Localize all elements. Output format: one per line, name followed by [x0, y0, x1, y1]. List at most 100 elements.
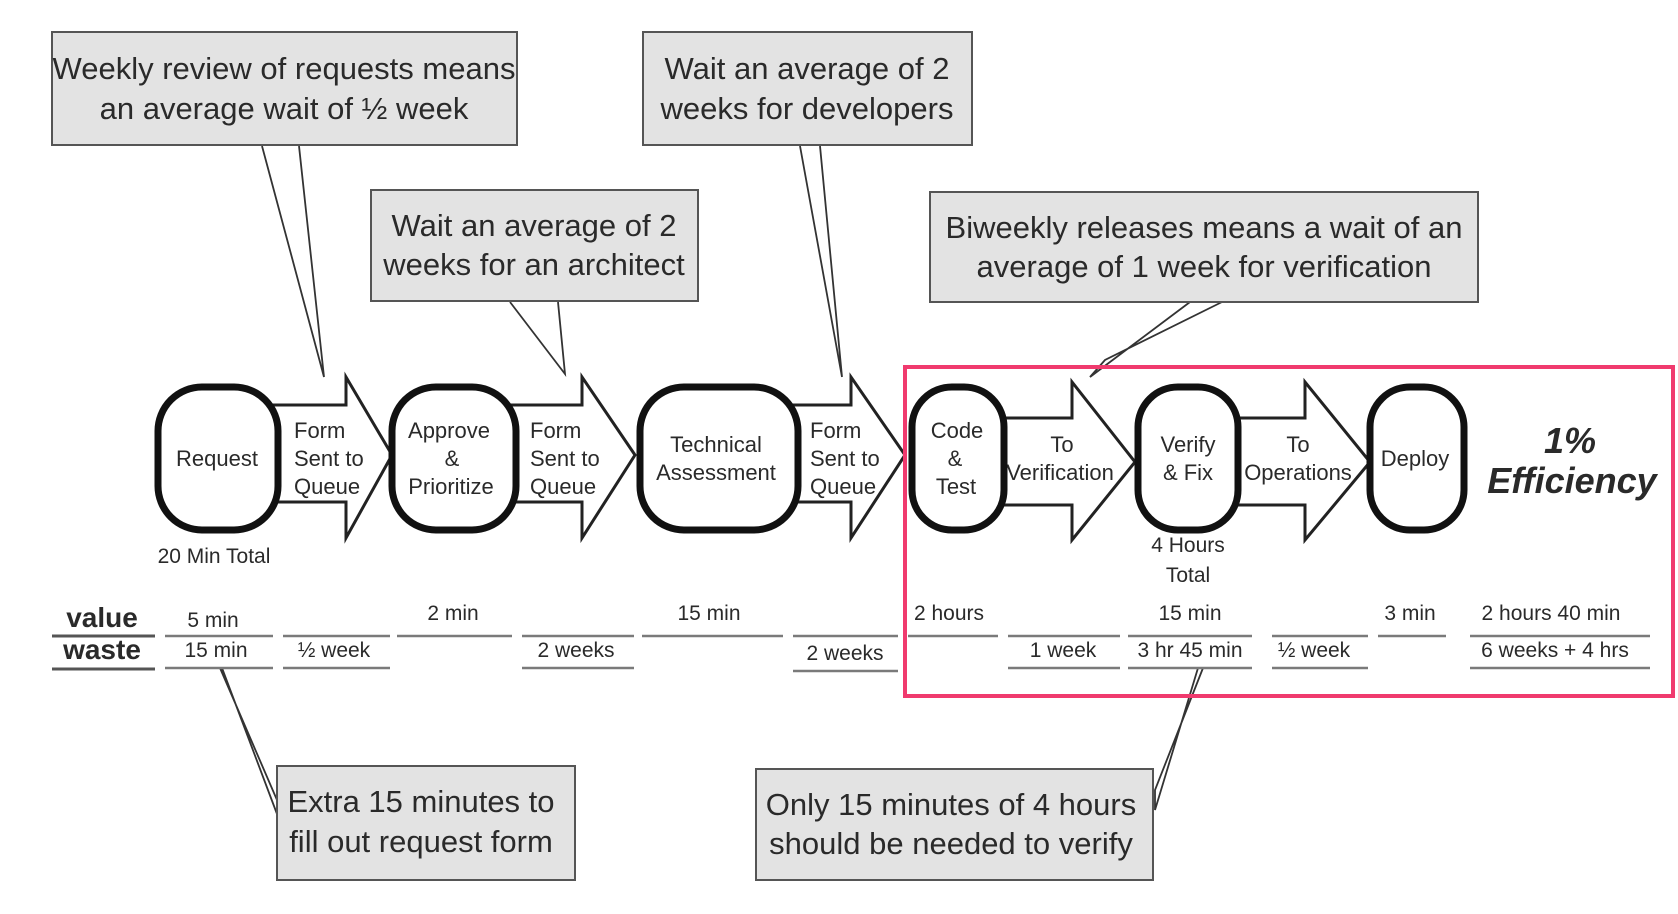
step-label: &: [948, 446, 963, 471]
timeline-total-waste: 6 weeks + 4 hrs: [1481, 639, 1629, 662]
arrow-shape: [998, 377, 1137, 545]
step-approve-prioritize: Approve & Prioritize: [388, 383, 520, 534]
timeline-cell: 1 week: [1030, 639, 1097, 662]
callout-architect-wait: Wait an average of 2 weeks for an archit…: [370, 189, 699, 302]
arrow-label: Form: [530, 418, 581, 443]
callout-line: Biweekly releases means a wait of an: [946, 210, 1463, 245]
verify-total-note: Total: [1166, 564, 1210, 587]
timeline-cell: 2 min: [427, 602, 478, 625]
timeline-cell: 3 min: [1384, 602, 1435, 625]
timeline-cell: 5 min: [187, 609, 238, 632]
arrow-form-queue-3: Form Sent to Queue: [788, 372, 907, 544]
callout-line: average of 1 week for verification: [977, 249, 1432, 284]
step-label: Approve: [408, 418, 490, 443]
timeline-cell: 15 min: [184, 639, 247, 662]
callout-line: an average wait of ½ week: [100, 91, 469, 126]
step-code-test: Code & Test: [908, 383, 1008, 534]
arrow-label: To: [1050, 432, 1073, 457]
callout-box: [642, 31, 973, 146]
callout-verify-time: Only 15 minutes of 4 hours should be nee…: [755, 768, 1154, 881]
arrow-label: Sent to: [294, 446, 364, 471]
step-label: Code: [931, 418, 984, 443]
callout-line: Wait an average of 2: [392, 208, 677, 243]
timeline-cell: 2 weeks: [537, 639, 614, 662]
arrow-label: Form: [810, 418, 861, 443]
callout-box: [755, 768, 1154, 881]
callout-box: [51, 31, 518, 146]
step-shape: [1134, 383, 1242, 534]
pointer-verify-time: [1154, 667, 1204, 811]
callout-box: [370, 189, 699, 302]
pointer-weekly-review: [261, 145, 325, 378]
callout-line: weeks for developers: [660, 91, 954, 126]
step-shape: [388, 383, 520, 534]
arrow-label: Queue: [530, 474, 596, 499]
step-shape: [1366, 383, 1468, 534]
arrow-shape: [1235, 377, 1372, 545]
arrow-label: Form: [294, 418, 345, 443]
timeline-cell: 2 weeks: [806, 642, 883, 665]
arrow-label: Sent to: [810, 446, 880, 471]
arrow-label: To: [1286, 432, 1309, 457]
callout-box: [276, 765, 576, 881]
arrow-label: Queue: [810, 474, 876, 499]
step-label: &: [445, 446, 460, 471]
arrow-shape: [503, 372, 637, 544]
step-deploy: Deploy: [1366, 383, 1468, 534]
callout-line: Weekly review of requests means: [53, 51, 516, 86]
highlight-frame: [903, 365, 1675, 698]
callout-biweekly-releases: Biweekly releases means a wait of an ave…: [929, 191, 1479, 303]
callout-line: fill out request form: [289, 824, 553, 859]
arrow-shape: [788, 372, 907, 544]
timeline-cell: ½ week: [298, 639, 371, 662]
timeline-cell: 3 hr 45 min: [1137, 639, 1242, 662]
timeline-cell: 15 min: [677, 602, 740, 625]
timeline-cell: 15 min: [1158, 602, 1221, 625]
timeline-value-label: value: [66, 602, 138, 633]
step-label: Verify: [1160, 432, 1215, 457]
efficiency-label: Efficiency: [1487, 460, 1658, 501]
step-shape: [154, 383, 282, 534]
arrow-label: Sent to: [530, 446, 600, 471]
pointer-architect: [509, 301, 567, 378]
pointer-extra-form: [219, 667, 278, 815]
step-technical-assessment: Technical Assessment: [636, 383, 802, 534]
timeline: value waste 5 min 15 min ½ week 2 min 2 …: [52, 602, 1650, 673]
step-shape: [908, 383, 1008, 534]
arrow-label: Queue: [294, 474, 360, 499]
verify-total-note: 4 Hours: [1151, 534, 1225, 557]
arrow-shape: [268, 371, 394, 544]
callout-weekly-review: Weekly review of requests means an avera…: [51, 31, 518, 146]
arrow-form-queue-1: Form Sent to Queue: [268, 371, 394, 544]
callout-box: [929, 191, 1479, 303]
timeline-cell: 2 hours: [914, 602, 984, 625]
arrow-form-queue-2: Form Sent to Queue: [503, 372, 637, 544]
arrow-label: Operations: [1244, 460, 1352, 485]
efficiency-percent: 1%: [1544, 420, 1596, 461]
step-label: & Fix: [1163, 460, 1213, 485]
timeline-total-value: 2 hours 40 min: [1482, 602, 1621, 625]
step-label: Prioritize: [408, 474, 494, 499]
arrow-to-operations: To Operations: [1235, 377, 1372, 545]
callout-line: weeks for an architect: [382, 247, 685, 282]
callout-line: Only 15 minutes of 4 hours: [766, 787, 1136, 822]
pointer-developers: [799, 145, 843, 378]
step-request: Request: [154, 383, 282, 534]
callout-extra-form-time: Extra 15 minutes to fill out request for…: [276, 765, 576, 881]
callout-developer-wait: Wait an average of 2 weeks for developer…: [642, 31, 973, 146]
timeline-cell: ½ week: [1278, 639, 1351, 662]
arrow-label: Verification: [1006, 460, 1114, 485]
callout-line: Wait an average of 2: [665, 51, 950, 86]
arrow-to-verification: To Verification: [998, 377, 1137, 545]
step-label: Assessment: [656, 460, 776, 485]
step-label: Deploy: [1381, 446, 1449, 471]
callout-line: should be needed to verify: [769, 826, 1133, 861]
step-verify-fix: Verify & Fix: [1134, 383, 1242, 534]
step-label: Test: [936, 474, 976, 499]
timeline-waste-label: waste: [62, 634, 141, 665]
step-label: Request: [176, 446, 258, 471]
callout-line: Extra 15 minutes to: [287, 784, 554, 819]
step-label: Technical: [670, 432, 762, 457]
request-total-note: 20 Min Total: [158, 545, 271, 568]
